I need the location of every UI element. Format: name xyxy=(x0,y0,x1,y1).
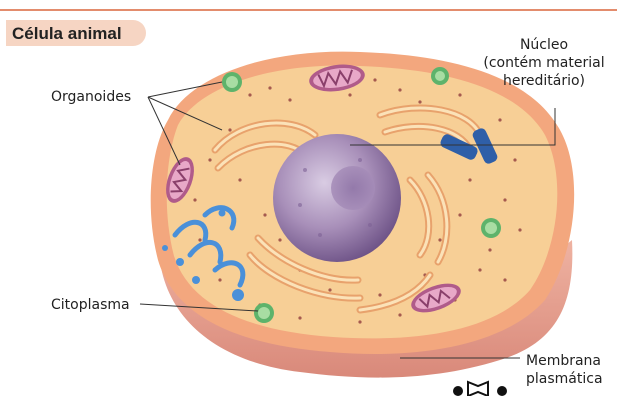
label-nucleus: Núcleo (contém material hereditário) xyxy=(474,36,614,90)
publisher-logo-icon xyxy=(452,380,522,396)
nucleolus xyxy=(331,166,375,210)
label-membrane-line2: plasmática xyxy=(526,370,603,388)
label-membrane: Membrana plasmática xyxy=(526,352,603,388)
label-organelles: Organoides xyxy=(51,88,131,106)
label-cytoplasm: Citoplasma xyxy=(51,296,130,314)
label-nucleus-line1: Núcleo xyxy=(474,36,614,54)
label-nucleus-line2: (contém material xyxy=(474,54,614,72)
label-nucleus-line3: hereditário) xyxy=(474,72,614,90)
label-membrane-line1: Membrana xyxy=(526,352,603,370)
